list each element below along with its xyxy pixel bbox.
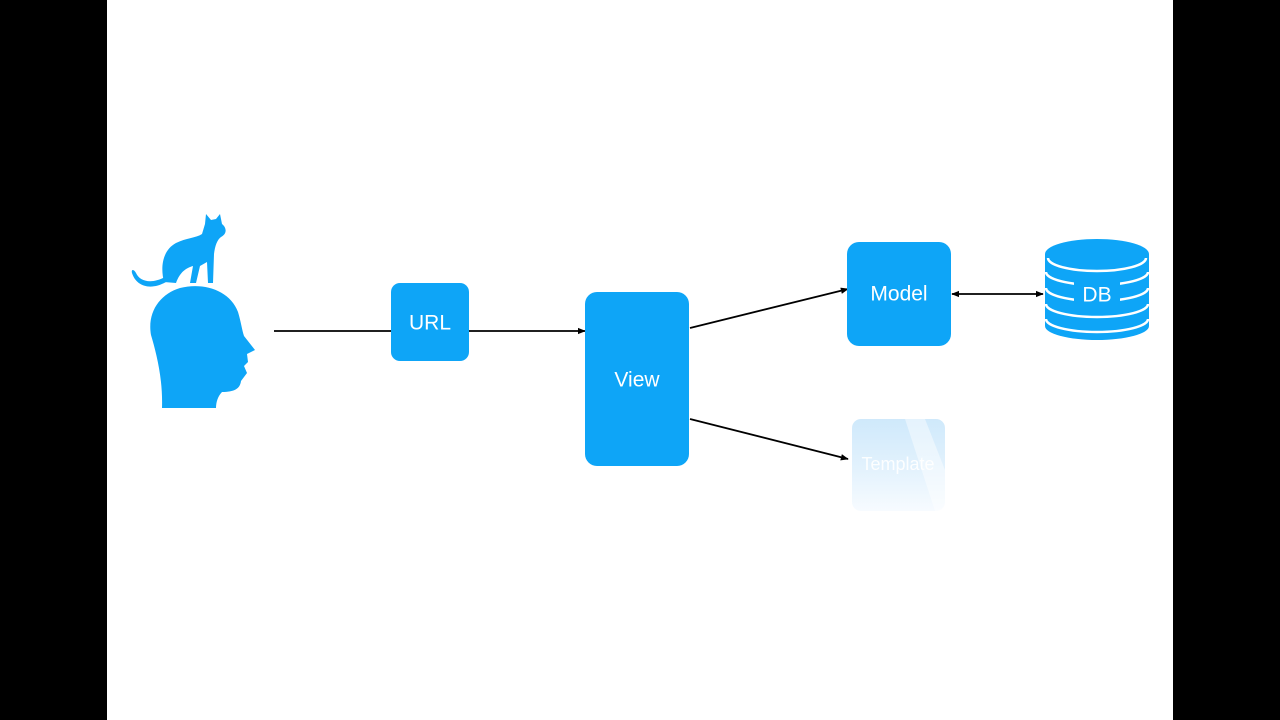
node-template[interactable]: Template — [852, 419, 945, 511]
node-url-label: URL — [409, 312, 451, 335]
node-view-label: View — [614, 369, 660, 392]
person-head-with-cat-icon — [131, 214, 255, 408]
node-model[interactable]: Model — [847, 242, 951, 346]
edge-view-to-model — [689, 287, 849, 329]
database-cylinder-icon[interactable]: DB — [1044, 239, 1150, 340]
slide: URL View Model Template DB — [107, 0, 1173, 720]
mvc-flow-diagram: URL View Model Template DB — [131, 214, 1150, 511]
node-url[interactable]: URL — [391, 283, 469, 361]
node-model-label: Model — [870, 283, 927, 306]
node-db-label: DB — [1082, 284, 1111, 307]
edge-view-to-template — [689, 418, 849, 461]
node-template-label: Template — [861, 454, 934, 474]
node-view[interactable]: View — [585, 292, 689, 466]
